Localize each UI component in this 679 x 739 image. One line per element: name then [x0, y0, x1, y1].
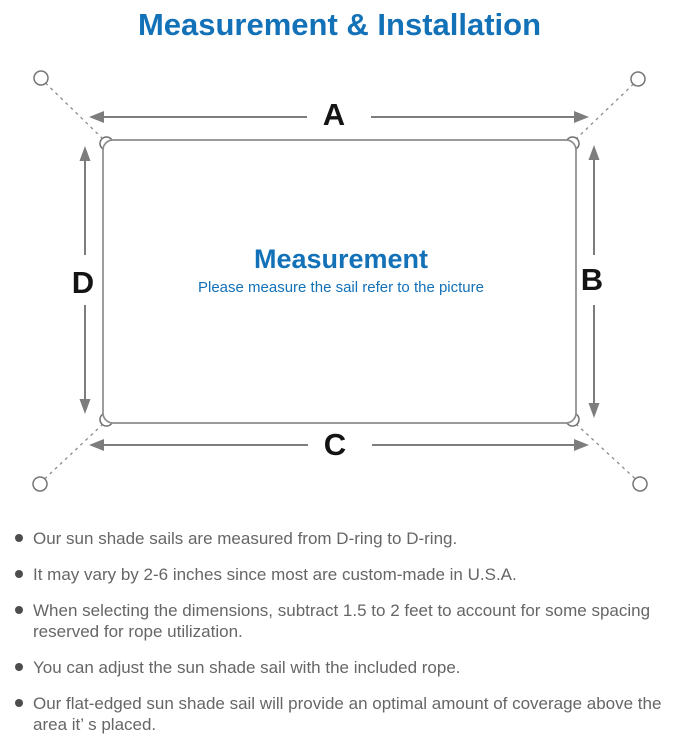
note-text: Our sun shade sails are measured from D-…: [33, 529, 458, 548]
note-item: When selecting the dimensions, subtract …: [13, 600, 669, 642]
measurement-diagram: A C D B Measurement Please measure the s…: [32, 70, 648, 492]
diagram-center-title: Measurement: [254, 244, 428, 274]
rope-dashed-line-bottom-right: [575, 423, 636, 480]
note-text: When selecting the dimensions, subtract …: [33, 601, 651, 641]
note-item: Our flat-edged sun shade sail will provi…: [13, 693, 669, 735]
arrowhead-down-icon: [588, 403, 600, 418]
dimension-label-d: D: [72, 265, 94, 300]
note-text: You can adjust the sun shade sail with t…: [33, 658, 461, 677]
arrowhead-up-icon: [79, 146, 91, 161]
anchor-ring-icon-bottom-left: [32, 476, 48, 492]
note-text: It may vary by 2-6 inches since most are…: [33, 565, 517, 584]
bullet-icon: [15, 663, 23, 671]
dimension-label-a: A: [323, 97, 345, 132]
arrowhead-left-icon: [89, 439, 104, 451]
arrowhead-left-icon: [89, 111, 104, 123]
rope-dashed-line-bottom-left: [44, 423, 104, 480]
anchor-ring-icon-bottom-right: [632, 476, 648, 492]
dimension-label-c: C: [324, 427, 346, 462]
note-item: It may vary by 2-6 inches since most are…: [13, 564, 669, 585]
sail-outline: [102, 139, 577, 424]
bullet-icon: [15, 570, 23, 578]
arrowhead-right-icon: [574, 111, 589, 123]
anchor-ring-icon-top-right: [630, 71, 646, 87]
rope-dashed-line-top-right: [575, 83, 634, 140]
note-item: You can adjust the sun shade sail with t…: [13, 657, 669, 678]
page-title: Measurement & Installation: [137, 7, 542, 42]
note-text: Our flat-edged sun shade sail will provi…: [33, 694, 662, 734]
dimension-label-b: B: [581, 262, 603, 297]
arrowhead-right-icon: [574, 439, 589, 451]
bullet-icon: [15, 534, 23, 542]
note-item: Our sun shade sails are measured from D-…: [13, 528, 669, 549]
arrowhead-up-icon: [588, 145, 600, 160]
anchor-ring-icon-top-left: [33, 70, 49, 86]
notes-list: Our sun shade sails are measured from D-…: [0, 528, 679, 735]
rope-dashed-line-top-left: [45, 82, 104, 140]
bullet-icon: [15, 699, 23, 707]
arrowhead-down-icon: [79, 399, 91, 414]
bullet-icon: [15, 606, 23, 614]
diagram-center-subtitle: Please measure the sail refer to the pic…: [198, 279, 484, 296]
